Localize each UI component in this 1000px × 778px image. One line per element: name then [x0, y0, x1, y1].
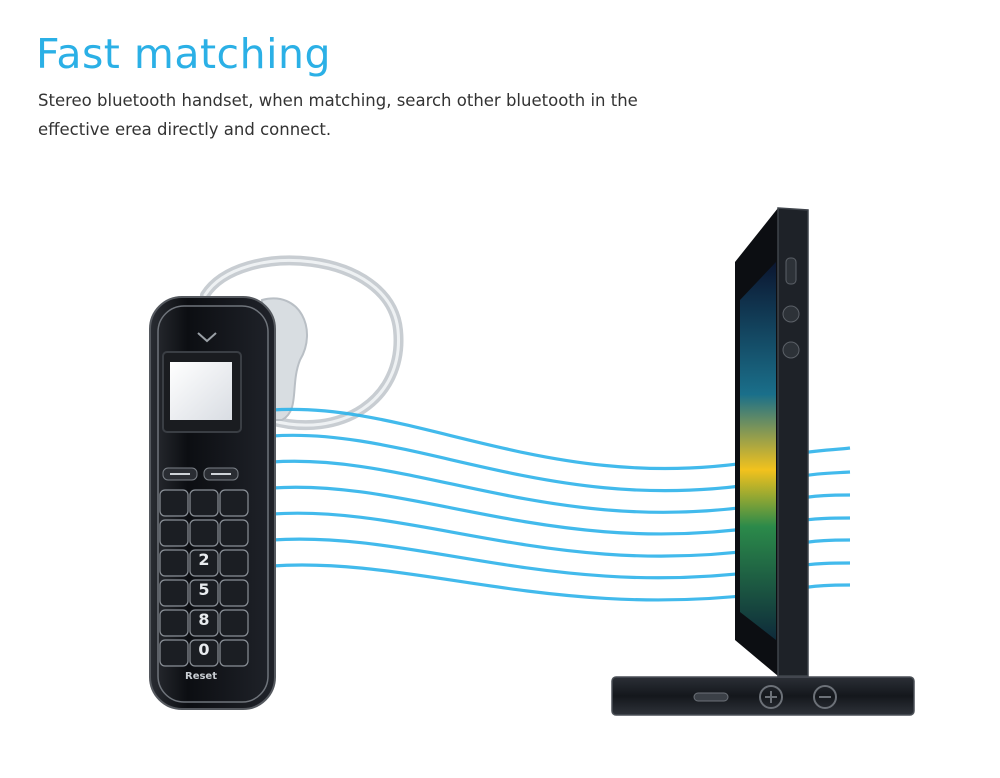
smartphone-icon	[735, 207, 809, 677]
description-text: Stereo bluetooth handset, when matching,…	[38, 91, 638, 139]
key-8: 8	[198, 610, 209, 629]
key-5: 5	[198, 580, 209, 599]
signal-waves-icon	[271, 407, 851, 602]
headline: Fast matching	[36, 30, 331, 78]
key-2: 2	[198, 550, 209, 569]
bluetooth-headset-icon: 2 5 8 0 Reset	[149, 296, 276, 710]
reset-label: Reset	[185, 671, 217, 682]
key-0: 0	[198, 640, 209, 659]
phone-lying-flat	[611, 676, 915, 716]
